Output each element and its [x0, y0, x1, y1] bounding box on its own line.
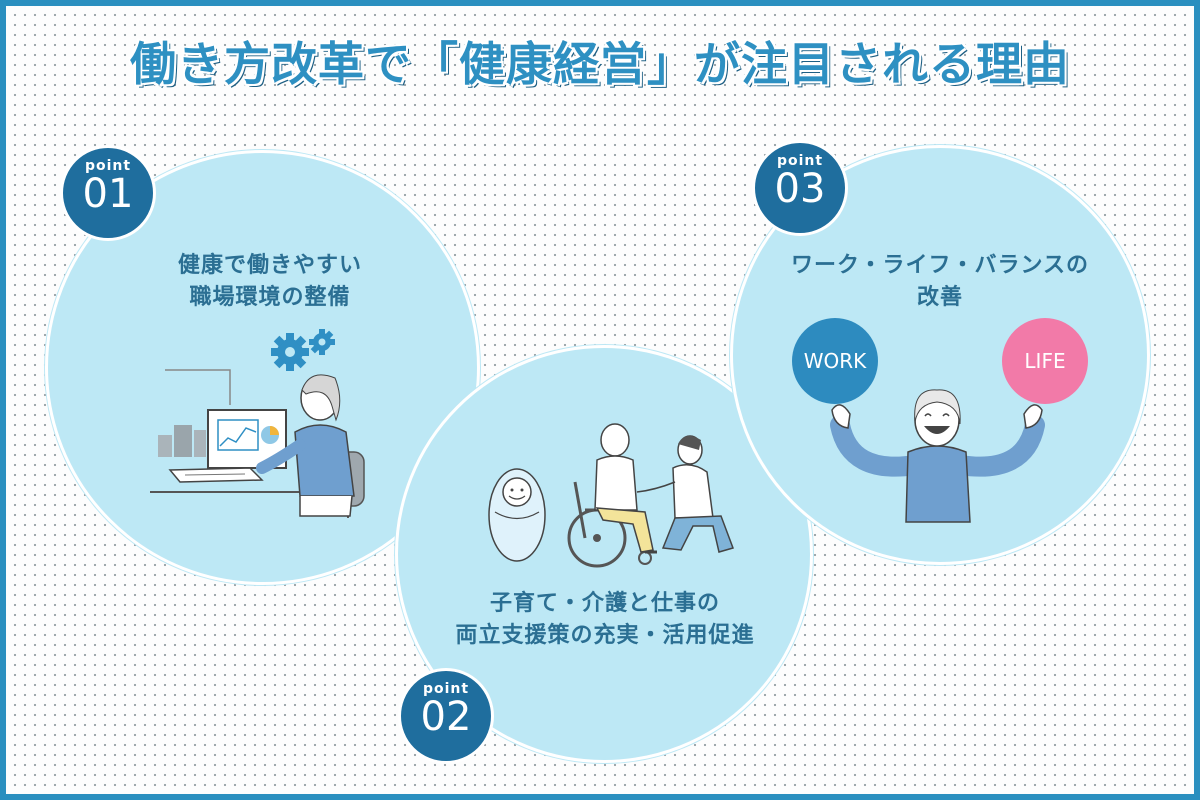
work-bubble: WORK — [792, 318, 878, 404]
gear-icon — [271, 333, 309, 371]
point-02-line2: 両立支援策の充実・活用促進 — [455, 623, 755, 648]
point-03-text: ワーク・ライフ・バランスの 改善 — [745, 250, 1135, 314]
point-01-badge-label: point — [84, 158, 132, 174]
point-02-line1: 子育て・介護と仕事の — [489, 591, 720, 616]
point-01-line2: 職場環境の整備 — [189, 285, 351, 310]
point-03-line1: ワーク・ライフ・バランスの — [790, 253, 1090, 278]
gear-icon — [309, 329, 335, 355]
point-02-badge: point 02 — [398, 668, 494, 764]
point-01-badge: point 01 — [60, 145, 156, 241]
point-01-line1: 健康で働きやすい — [177, 253, 362, 278]
happy-woman-illustration — [830, 389, 1045, 523]
point-03-badge-label: point — [776, 153, 824, 169]
baby-icon — [488, 468, 546, 562]
point-01-badge-number: 01 — [82, 171, 134, 217]
point-02-badge-label: point — [422, 681, 470, 697]
office-worker-illustration — [150, 329, 365, 518]
life-bubble: LIFE — [1002, 318, 1088, 404]
point-03-badge: point 03 — [752, 140, 848, 236]
point-02-text: 子育て・介護と仕事の 両立支援策の充実・活用促進 — [410, 588, 800, 652]
care-illustration — [488, 423, 734, 568]
page-title: 働き方改革で「健康経営」が注目される理由 — [130, 37, 1070, 91]
point-01-text: 健康で働きやすい 職場環境の整備 — [110, 250, 430, 314]
point-03-line2: 改善 — [916, 285, 963, 310]
point-02-badge-number: 02 — [420, 694, 472, 740]
point-03-badge-number: 03 — [774, 166, 826, 212]
